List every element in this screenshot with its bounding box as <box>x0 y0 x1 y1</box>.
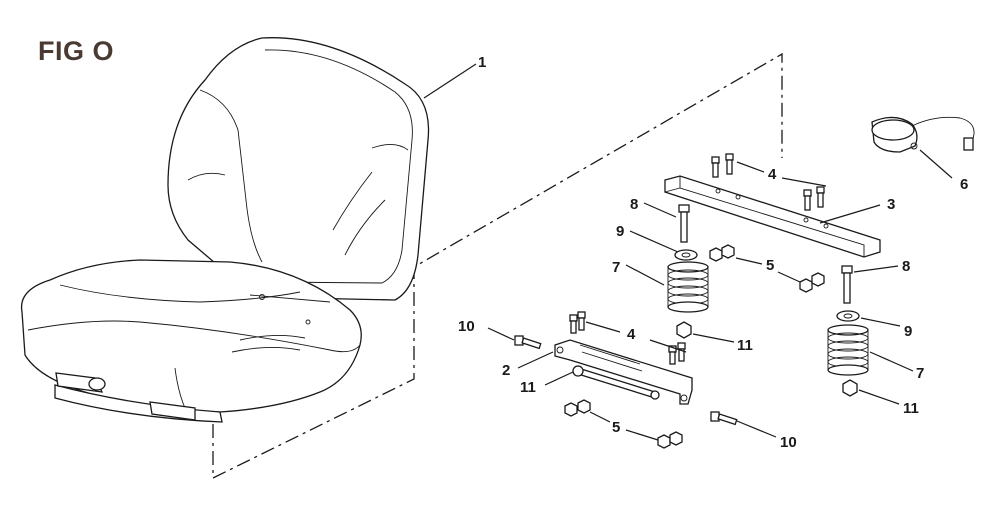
callout-5-upper: 5 <box>766 257 774 274</box>
nut-5-4 <box>811 272 825 287</box>
washers <box>674 249 860 322</box>
nut-5-5 <box>564 402 578 417</box>
callout-11-left: 11 <box>520 379 536 396</box>
springs <box>667 261 869 376</box>
bolt-4-6 <box>577 311 586 331</box>
shoulder-bolts <box>514 335 738 426</box>
bolt-4-8 <box>677 342 686 362</box>
bolt-4-5 <box>569 314 578 334</box>
long-bolt-8-1 <box>678 204 690 243</box>
seat-switch <box>871 116 975 153</box>
nut-5-1 <box>709 247 723 262</box>
figure-title: FIG O <box>38 36 114 66</box>
assembly-guide-lines <box>212 52 783 480</box>
bolts-upper <box>711 153 825 211</box>
bolt-4-1 <box>711 156 720 178</box>
callout-9-left: 9 <box>616 223 624 240</box>
leader-lines <box>423 63 953 441</box>
callout-4-upper: 4 <box>768 166 777 183</box>
callout-8-right: 8 <box>902 258 910 275</box>
callout-11-right: 11 <box>903 400 919 417</box>
lock-nut-11-2 <box>842 379 858 397</box>
callout-4-lower: 4 <box>627 326 636 343</box>
shoulder-bolt-10-2 <box>710 411 738 426</box>
long-bolt-8-2 <box>841 265 853 304</box>
nut-5-3 <box>799 278 813 293</box>
callout-6: 6 <box>960 176 968 193</box>
upper-channel-bracket <box>664 175 881 258</box>
callout-5-lower: 5 <box>612 419 620 436</box>
washer-9-1 <box>674 249 698 261</box>
nut-5-7 <box>657 434 671 449</box>
callout-7-right: 7 <box>916 365 924 382</box>
callout-9-right: 9 <box>904 323 912 340</box>
spring-7-2 <box>827 324 869 376</box>
lock-nuts <box>676 321 858 397</box>
callout-8-left: 8 <box>630 196 638 213</box>
long-bolts <box>678 204 853 304</box>
lower-plate-bracket <box>554 339 693 405</box>
nuts <box>564 244 825 449</box>
washer-9-2 <box>836 310 860 322</box>
spring-7-1 <box>667 261 709 313</box>
callout-labels: 1 2 3 4 4 5 5 6 7 7 8 8 9 9 10 10 11 11 … <box>458 54 968 451</box>
callout-1: 1 <box>478 54 486 71</box>
callout-3: 3 <box>887 196 895 213</box>
shoulder-bolt-10-1 <box>514 335 542 350</box>
bolt-4-3 <box>803 189 812 211</box>
bolt-4-4 <box>816 186 825 208</box>
bolts-lower <box>569 311 686 365</box>
nut-5-2 <box>721 244 735 259</box>
callout-2: 2 <box>502 362 510 379</box>
bolt-4-2 <box>725 153 734 175</box>
callout-7-left: 7 <box>612 259 620 276</box>
nut-5-6 <box>577 399 591 414</box>
seat-assembly <box>20 37 430 423</box>
callout-10-left: 10 <box>458 318 475 335</box>
callout-11-center: 11 <box>737 337 753 354</box>
nut-5-8 <box>669 431 683 446</box>
lock-nut-11-1 <box>676 321 692 339</box>
callout-10-right: 10 <box>780 434 797 451</box>
